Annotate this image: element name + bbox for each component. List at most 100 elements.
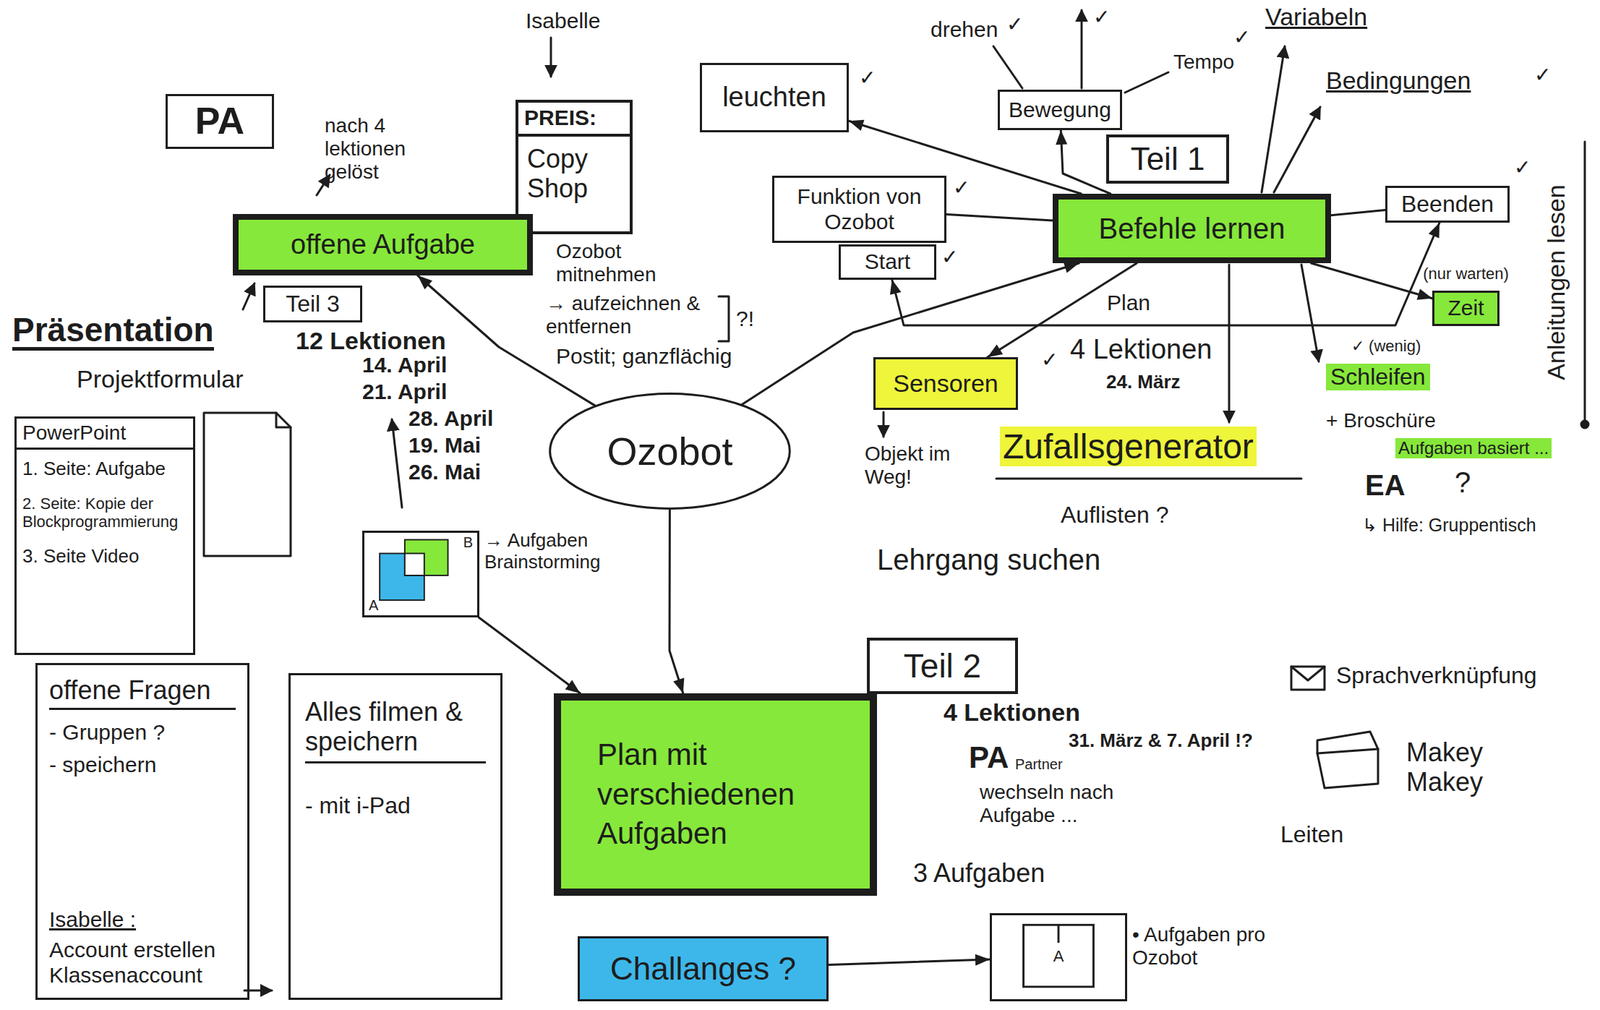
leader-arrow [1301, 264, 1319, 362]
highlight-text: Aufgaben basiert ... [1395, 438, 1552, 459]
arrowhead [1063, 261, 1079, 273]
connector [669, 508, 684, 694]
check-mark: ✓ [952, 176, 970, 200]
check-mark: ✓ [1233, 26, 1251, 50]
note-text: Plan [1106, 290, 1151, 316]
leader-arrow [1261, 46, 1285, 193]
node-text: Bewegung [1008, 97, 1112, 123]
process-box: Challanges ? [577, 936, 829, 1002]
note-text: PA [968, 740, 1009, 776]
blank-page-icon [203, 412, 291, 556]
check-mark: ✓ [858, 66, 876, 90]
process-box: offene Aufgabe [232, 214, 533, 276]
node-text: PA [195, 99, 245, 144]
square [404, 553, 425, 576]
node-text: Funktion von Ozobot [783, 184, 936, 235]
arrowhead [417, 275, 433, 290]
process-box: leuchten [699, 62, 849, 133]
check-mark: ✓ [1093, 5, 1110, 29]
node-text: Teil 2 [903, 647, 982, 686]
arrowhead [975, 954, 990, 966]
process-box: Sensoren [873, 357, 1018, 410]
date-label: 24. März [1106, 371, 1181, 394]
ellipse-shape [550, 394, 791, 509]
notes-box: offene Fragen- Gruppen ?- speichernIsabe… [35, 662, 250, 1000]
icon-box: A [989, 913, 1128, 1002]
squares-icon [364, 532, 478, 616]
note-text: 12 Lektionen [295, 326, 447, 355]
leader-line [1124, 72, 1169, 93]
node-text: - mit i-Pad [305, 792, 486, 820]
process-box: Teil 2 [866, 637, 1018, 695]
square [404, 540, 449, 576]
arrowhead [890, 279, 901, 295]
bracket-dot [1581, 420, 1589, 429]
node-text: Teil 1 [1130, 140, 1206, 178]
note-text: • Aufgaben pro Ozobot [1132, 923, 1292, 970]
node-text: Account erstellen Klassenaccount [49, 937, 236, 988]
highlight-text: Schleifen [1325, 363, 1431, 391]
arrowhead [1055, 130, 1068, 145]
inner-frame [1023, 924, 1094, 987]
note-text: Tempo [1173, 50, 1235, 74]
connector [741, 263, 1079, 405]
node-text: Start [864, 249, 911, 275]
note-text: wechseln nach Aufgabe ... [979, 780, 1175, 828]
vertical-note: Anleitungen lesen [1542, 184, 1571, 380]
note-text: nach 4 lektionen gelöst [324, 114, 455, 185]
node-text: B [463, 534, 473, 551]
check-mark: ✓ [1513, 156, 1531, 180]
note-text: ↳ Hilfe: Gruppentisch [1362, 514, 1537, 536]
node-text: Befehle lernen [1098, 211, 1286, 246]
note-text: Projektformular [76, 365, 244, 394]
note-text: ✓ (wenig) [1351, 336, 1421, 355]
node-text: Plan mit verschiedenen Aufgaben [597, 735, 834, 854]
leader-arrow [242, 283, 255, 310]
date-label: 14. April [362, 352, 447, 379]
node-text: Zeit [1447, 295, 1484, 322]
square [379, 553, 425, 601]
note-text: Isabelle [525, 8, 601, 34]
note-text: 3 Aufgaben [913, 858, 1045, 888]
date-label: 19. Mai [408, 433, 481, 459]
connector [1060, 130, 1111, 194]
note-text: Leiten [1280, 821, 1344, 849]
check-mark: ✓ [1534, 63, 1551, 87]
process-box: Teil 3 [263, 285, 363, 323]
makey-makey-icon [1317, 731, 1379, 789]
connector [828, 959, 990, 965]
node-text: 2. Seite: Kopie der Blockprogrammierung [22, 494, 188, 532]
leader-arrow [550, 37, 553, 77]
note-text: Sprachverknüpfung [1336, 662, 1538, 690]
arrowhead [1428, 222, 1440, 239]
leader-arrow [882, 412, 885, 437]
section-title: Präsentation [12, 312, 215, 351]
note-text: + Broschüre [1325, 409, 1436, 433]
node-text: leuchten [722, 81, 827, 114]
leader-line [993, 46, 1023, 89]
bracket-line [1584, 141, 1587, 421]
note-text: Variabeln [1265, 2, 1368, 32]
note-text: 4 Lektionen [943, 698, 1081, 727]
leader-arrow [1228, 264, 1231, 423]
arrowhead [1417, 288, 1433, 300]
check-mark: ✓ [1041, 348, 1058, 372]
highlight-text: Zufallsgenerator [999, 426, 1257, 467]
process-box: Funktion von Ozobot [772, 175, 947, 243]
note-text: EA [1365, 468, 1406, 502]
date-label: 21. April [362, 379, 447, 405]
node-text: PowerPoint [16, 418, 194, 450]
direction-arrow [1080, 10, 1084, 89]
leader-arrow [1273, 107, 1321, 193]
arrowhead [673, 678, 684, 694]
arrowhead [848, 120, 864, 131]
check-mark: ✓ [1006, 13, 1024, 37]
note-text: ?! [736, 306, 755, 332]
bracket [718, 296, 729, 342]
process-box: Beenden [1385, 185, 1510, 223]
node-text: Alles filmen & speichern [305, 696, 486, 764]
note-text: Bedingungen [1325, 66, 1471, 95]
process-box: Start [838, 244, 937, 280]
node-text: - speichern [49, 752, 236, 778]
